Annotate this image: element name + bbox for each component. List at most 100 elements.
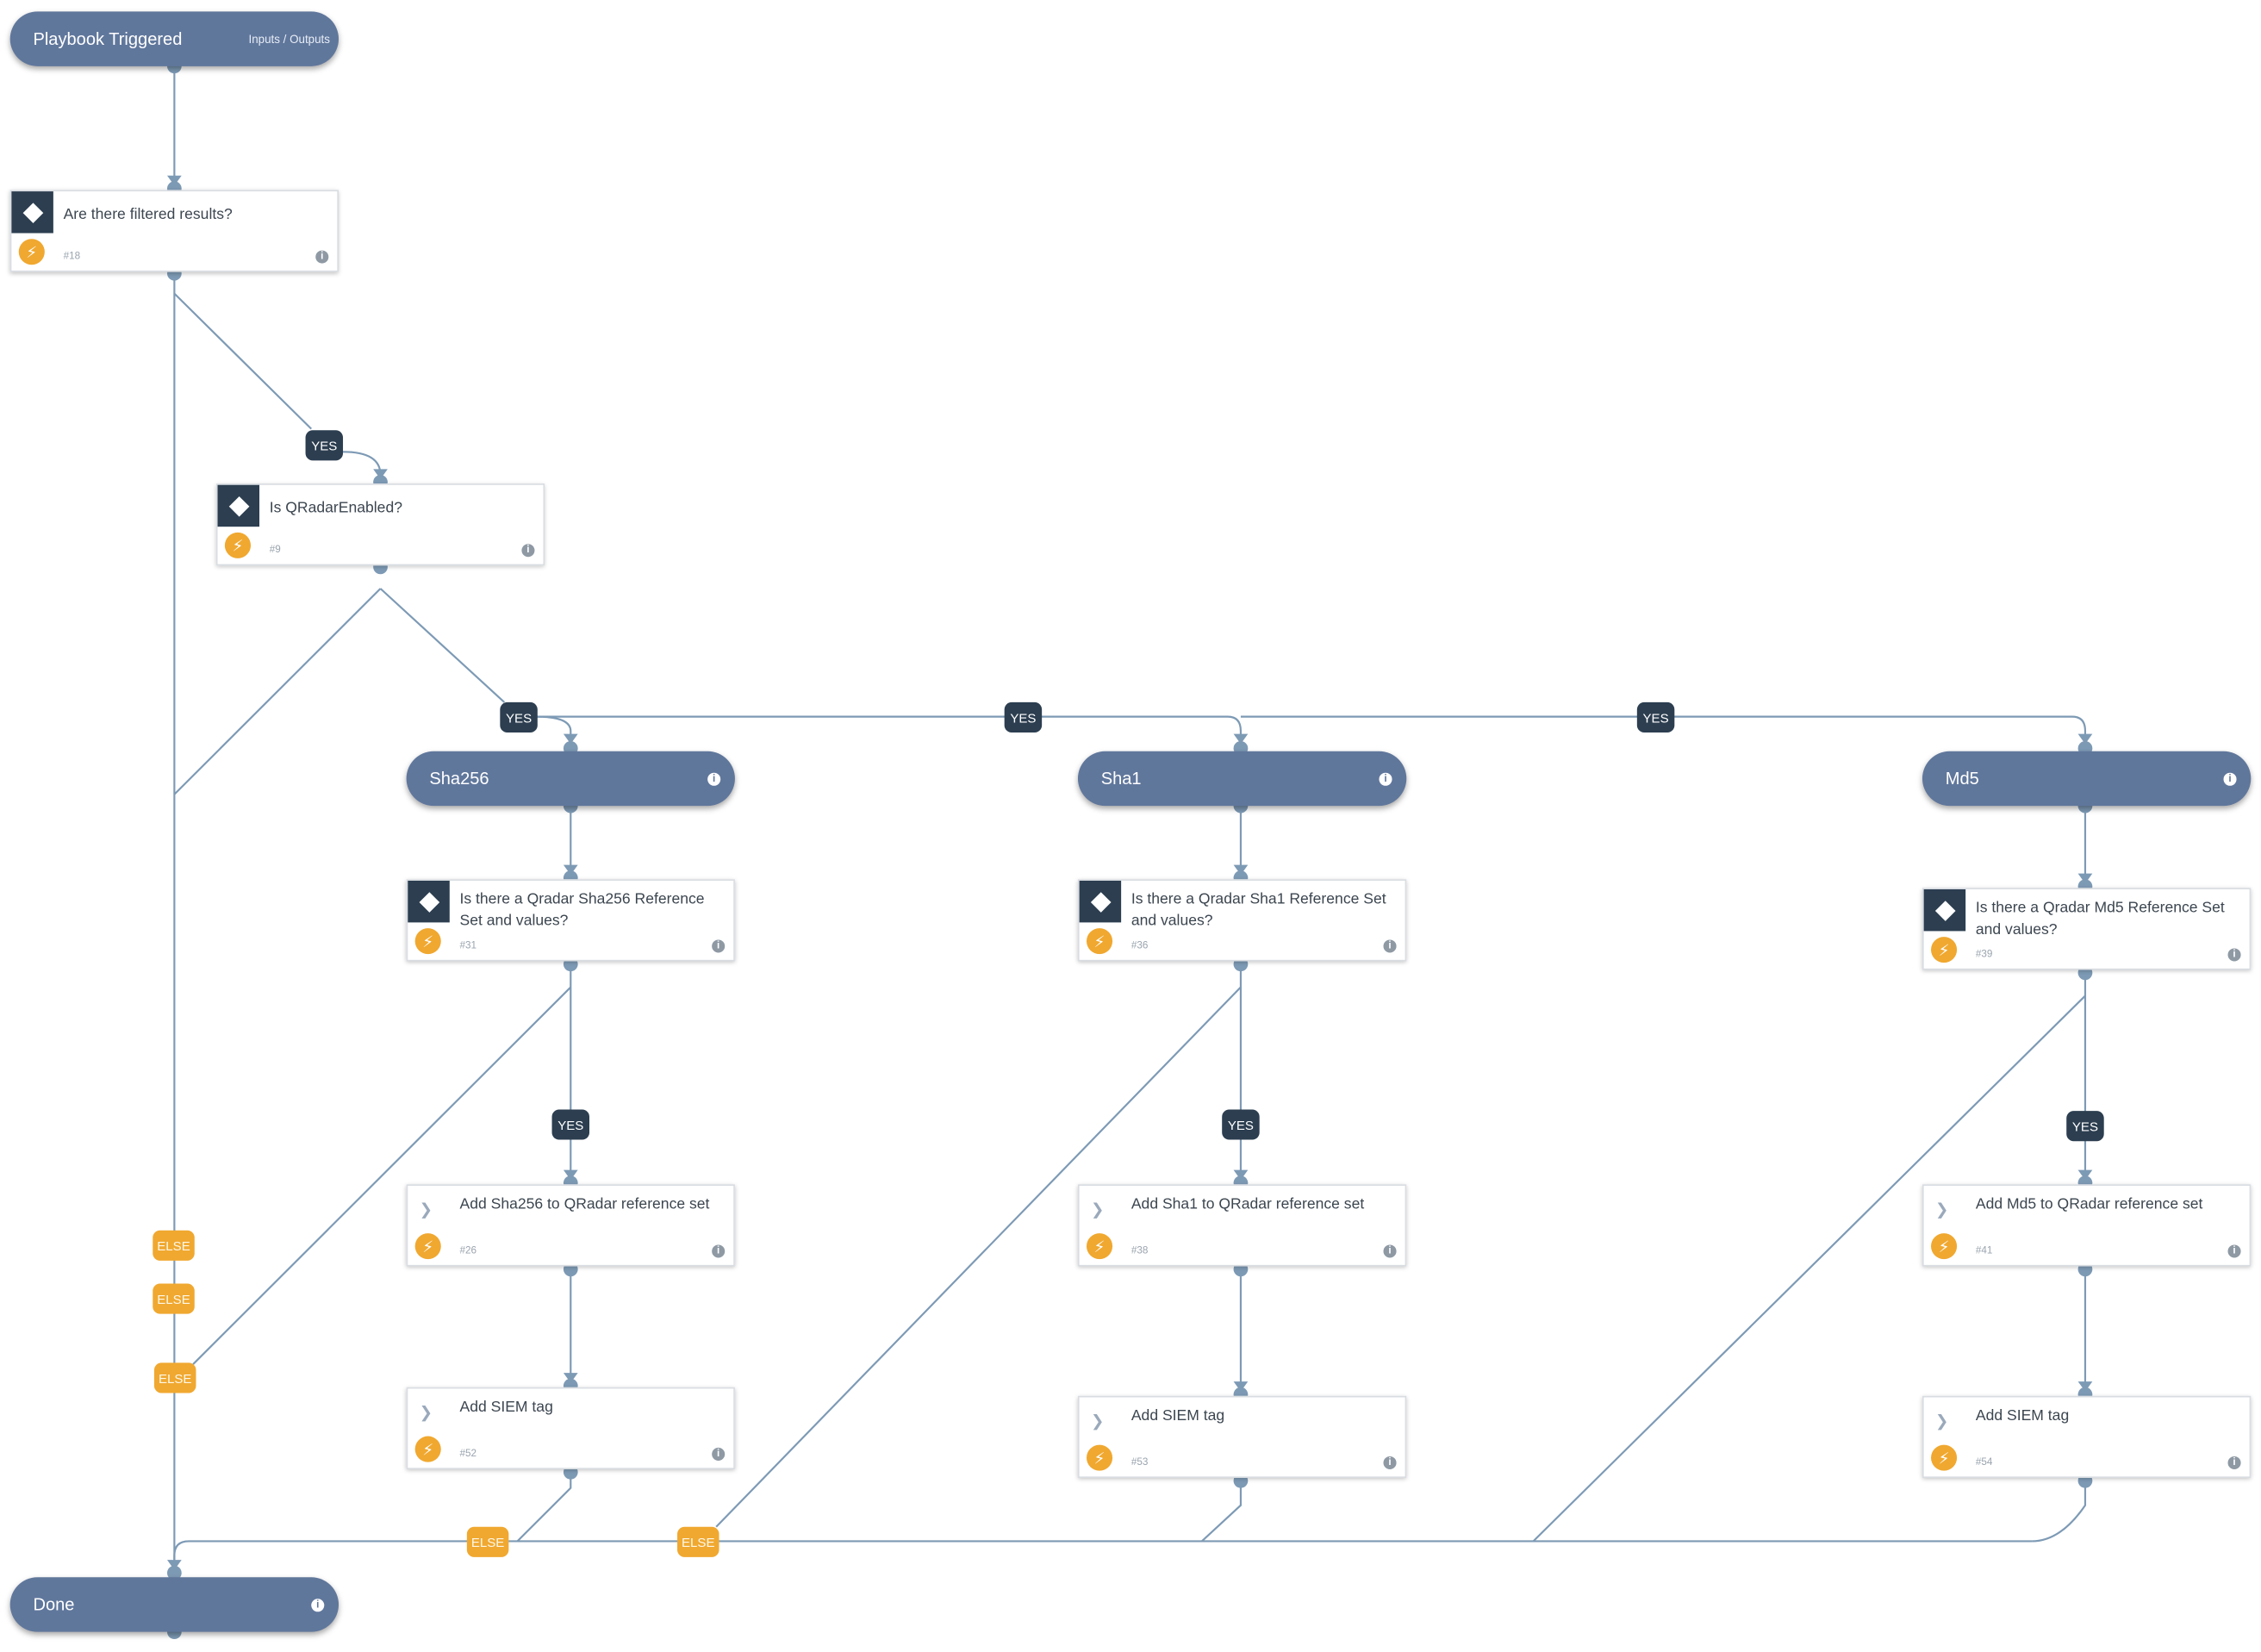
info-icon[interactable]: i [2227,1244,2241,1258]
arrowhead [1233,733,1249,745]
arrowhead [563,1169,578,1181]
condition-icon [217,484,260,527]
inputs-outputs-link[interactable]: Inputs / Outputs [248,32,330,46]
else-label[interactable]: ELSE [677,1526,719,1557]
else-label[interactable]: ELSE [466,1526,509,1557]
lightning-bolt-icon: ⚡︎ [1086,1444,1113,1471]
task-siem-tag-md5[interactable]: ❯ Add SIEM tag ⚡︎ #54 i [1922,1395,2252,1478]
arrowhead [1233,1381,1249,1392]
task-title: Is QRadarEnabled? [269,499,402,517]
task-title: Add SIEM tag [1130,1407,1225,1425]
task-id: #26 [459,1246,477,1256]
yes-label[interactable]: YES [1222,1109,1260,1140]
yes-label[interactable]: YES [2066,1111,2104,1142]
task-sha256-check[interactable]: Is there a Qradar Sha256 Reference Set a… [406,879,735,962]
info-icon[interactable]: i [315,250,329,264]
info-icon[interactable]: i [707,771,721,785]
info-icon[interactable]: i [712,1244,726,1258]
task-sha1-check[interactable]: Is there a Qradar Sha1 Reference Set and… [1077,879,1407,962]
yes-label[interactable]: YES [551,1109,590,1140]
info-icon[interactable]: i [1383,939,1397,953]
chevron-right-icon: ❯ [1091,1201,1105,1219]
section-header-sha1[interactable]: Sha1 i [1077,751,1407,807]
arrowhead [166,1560,182,1570]
task-filtered-results[interactable]: Are there filtered results? ⚡︎ #18 i [9,190,339,272]
condition-icon [11,191,53,234]
info-icon[interactable]: i [1383,1244,1397,1258]
task-id: #39 [1975,950,1993,960]
task-title: Is there a Qradar Sha1 Reference Set and… [1130,890,1386,930]
info-icon[interactable]: i [2227,948,2241,962]
edge [715,986,1242,1528]
diamond-icon [1934,900,1955,921]
edge [1532,994,2086,1543]
lightning-bolt-icon: ⚡︎ [414,1436,441,1462]
else-label[interactable]: ELSE [153,1362,196,1393]
info-icon[interactable]: i [1379,771,1392,785]
task-title: Are there filtered results? [63,205,233,223]
lightning-bolt-icon: ⚡︎ [1086,928,1113,955]
edge [343,451,382,476]
lightning-bolt-icon: ⚡︎ [1931,1233,1958,1260]
info-icon[interactable]: i [2227,1456,2241,1469]
task-siem-tag-sha1[interactable]: ❯ Add SIEM tag ⚡︎ #53 i [1077,1395,1407,1478]
lightning-bolt-icon: ⚡︎ [1931,1444,1958,1471]
else-label[interactable]: ELSE [153,1230,195,1261]
lightning-bolt-icon: ⚡︎ [1931,937,1958,963]
condition-icon [1079,880,1122,923]
arrowhead [2077,1381,2093,1392]
task-id: #18 [63,252,81,262]
task-title: Is there a Qradar Sha256 Reference Set a… [459,890,705,930]
info-icon[interactable]: i [712,1447,726,1461]
info-icon[interactable]: i [2223,771,2237,785]
edge [192,986,572,1365]
task-add-md5[interactable]: ❯ Add Md5 to QRadar reference set ⚡︎ #41… [1922,1184,2252,1267]
task-siem-tag-sha256[interactable]: ❯ Add SIEM tag ⚡︎ #52 i [406,1387,735,1469]
section-title: Sha256 [429,768,489,789]
task-id: #9 [269,545,281,556]
lightning-bolt-icon: ⚡︎ [414,1233,441,1260]
arrowhead [166,175,182,186]
node-title: Playbook Triggered [33,28,183,49]
edge [536,715,1243,740]
task-title: Add Sha1 to QRadar reference set [1130,1195,1365,1213]
task-title: Add Md5 to QRadar reference set [1975,1195,2203,1213]
info-icon[interactable]: i [712,939,726,953]
task-qradar-enabled[interactable]: Is QRadarEnabled? ⚡︎ #9 i [215,483,545,566]
edge [173,588,382,795]
chevron-right-icon: ❯ [419,1404,433,1422]
info-icon[interactable]: i [1383,1456,1397,1469]
yes-label[interactable]: YES [1636,701,1675,732]
yes-label[interactable]: YES [1004,701,1043,732]
edge [2032,1481,2087,1543]
diamond-icon [1090,891,1111,913]
chevron-right-icon: ❯ [1935,1201,1949,1219]
done-node[interactable]: Done i [9,1577,339,1632]
yes-label[interactable]: YES [500,701,538,732]
chevron-right-icon: ❯ [1091,1412,1105,1431]
task-add-sha256[interactable]: ❯ Add Sha256 to QRadar reference set ⚡︎ … [406,1184,735,1267]
task-title: Is there a Qradar Md5 Reference Set and … [1975,899,2225,938]
else-label[interactable]: ELSE [153,1283,195,1314]
info-icon[interactable]: i [311,1598,325,1611]
section-header-sha256[interactable]: Sha256 i [406,751,735,807]
yes-label[interactable]: YES [305,430,344,461]
task-id: #52 [459,1449,477,1460]
diamond-icon [418,891,439,913]
condition-icon [408,880,450,923]
diamond-icon [22,202,43,223]
arrowhead [1233,864,1249,876]
lightning-bolt-icon: ⚡︎ [224,532,251,558]
task-add-sha1[interactable]: ❯ Add Sha1 to QRadar reference set ⚡︎ #3… [1077,1184,1407,1267]
playbook-triggered-node[interactable]: Playbook Triggered Inputs / Outputs [9,11,339,66]
lightning-bolt-icon: ⚡︎ [18,239,45,265]
section-header-md5[interactable]: Md5 i [1922,751,2252,807]
arrowhead [2077,733,2093,745]
task-md5-check[interactable]: Is there a Qradar Md5 Reference Set and … [1922,888,2252,970]
edge [536,715,572,740]
node-title: Done [33,1594,75,1615]
chevron-right-icon: ❯ [1935,1412,1949,1431]
info-icon[interactable]: i [521,544,535,558]
